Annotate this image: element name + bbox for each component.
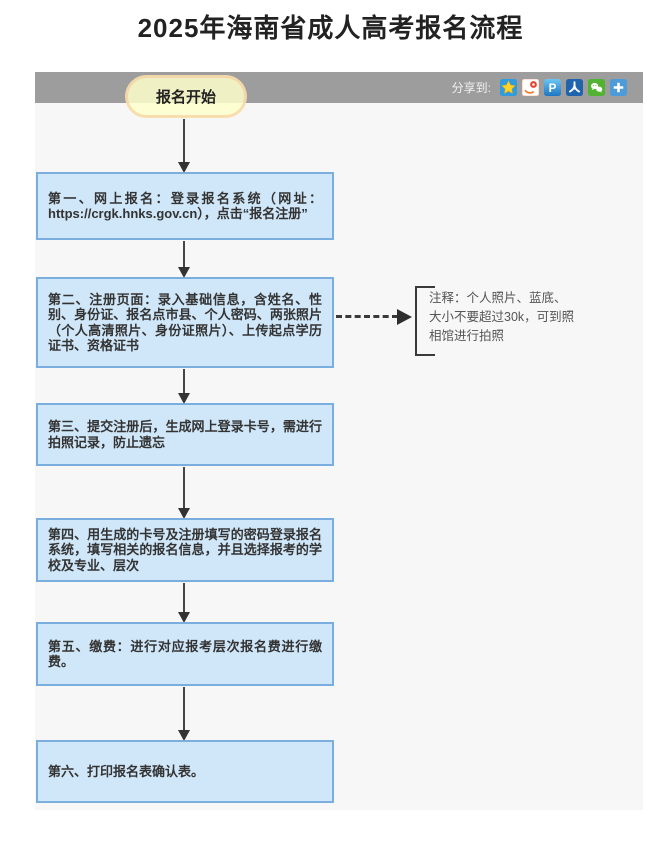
step-box-6: 第六、打印报名表确认表。 bbox=[36, 740, 334, 803]
flow-arrow-start-to-step1 bbox=[178, 119, 190, 173]
step-box-3: 第三、提交注册后，生成网上登录卡号，需进行拍照记录，防止遗忘 bbox=[36, 403, 334, 466]
note-line-2: 大小不要超过30k，可到照 bbox=[429, 310, 575, 324]
flow-arrow-step5-to-step6 bbox=[178, 687, 190, 741]
step-5-text: 第五、缴费：进行对应报考层次报名费进行缴费。 bbox=[48, 638, 322, 670]
sina-weibo-share-icon[interactable] bbox=[521, 78, 540, 97]
step-2-text: 第二、注册页面：录入基础信息，含姓名、性别、身份证、报名点市县、个人密码、两张照… bbox=[48, 291, 322, 354]
share-more-icon[interactable] bbox=[610, 79, 627, 96]
flowchart-canvas: 分享到: bbox=[35, 72, 643, 810]
page-title: 2025年海南省成人高考报名流程 bbox=[137, 13, 524, 43]
renren-share-icon[interactable] bbox=[566, 79, 583, 96]
note-arrowhead-icon bbox=[397, 309, 412, 325]
qzone-share-icon[interactable] bbox=[500, 79, 517, 96]
step-box-5: 第五、缴费：进行对应报考层次报名费进行缴费。 bbox=[36, 622, 334, 686]
step-1-text: 第一、网上报名：登录报名系统（网址：https://crgk.hnks.gov.… bbox=[48, 190, 322, 222]
flow-start-label: 报名开始 bbox=[155, 89, 216, 106]
flow-start-node: 报名开始 bbox=[125, 75, 247, 118]
flow-arrow-step4-to-step5 bbox=[178, 583, 190, 623]
tencent-pengyou-share-icon[interactable]: P bbox=[544, 79, 561, 96]
step-3-text: 第三、提交注册后，生成网上登录卡号，需进行拍照记录，防止遗忘 bbox=[48, 419, 322, 450]
share-label: 分享到: bbox=[451, 81, 491, 95]
wechat-share-icon[interactable] bbox=[588, 79, 605, 96]
note-text: 注释：个人照片、蓝底、 大小不要超过30k，可到照 相馆进行拍照 bbox=[429, 289, 654, 346]
share-bar: 分享到: bbox=[452, 72, 627, 103]
note-line-1: 注释：个人照片、蓝底、 bbox=[429, 291, 567, 305]
flow-arrow-step1-to-step2 bbox=[178, 241, 190, 278]
flow-arrow-step3-to-step4 bbox=[178, 467, 190, 519]
note-bracket bbox=[415, 286, 435, 356]
svg-text:P: P bbox=[549, 82, 557, 95]
step-box-1: 第一、网上报名：登录报名系统（网址：https://crgk.hnks.gov.… bbox=[36, 172, 334, 240]
step-6-text: 第六、打印报名表确认表。 bbox=[48, 763, 205, 779]
step-box-4: 第四、用生成的卡号及注册填写的密码登录报名系统，填写相关的报名信息，并且选择报考… bbox=[36, 518, 334, 582]
note-dashed-connector bbox=[336, 315, 398, 318]
step-box-2: 第二、注册页面：录入基础信息，含姓名、性别、身份证、报名点市县、个人密码、两张照… bbox=[36, 277, 334, 368]
step-4-text: 第四、用生成的卡号及注册填写的密码登录报名系统，填写相关的报名信息，并且选择报考… bbox=[48, 526, 322, 573]
flow-arrow-step2-to-step3 bbox=[178, 369, 190, 404]
note-line-3: 相馆进行拍照 bbox=[429, 329, 505, 343]
